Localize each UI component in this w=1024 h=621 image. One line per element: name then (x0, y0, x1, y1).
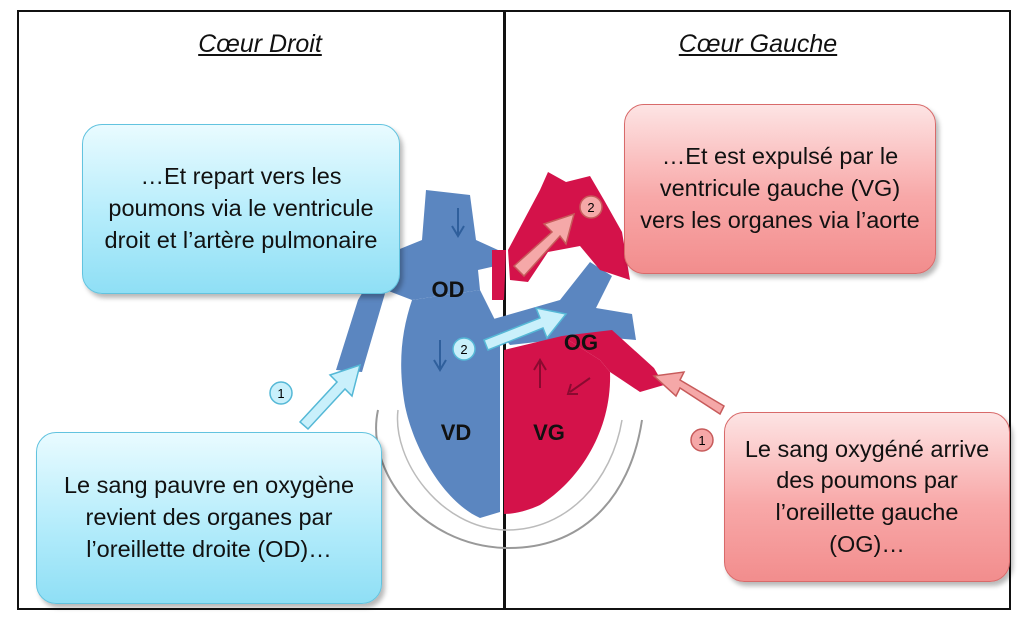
flow-arrow-od (451, 208, 465, 238)
red-arrow-1 (652, 371, 725, 416)
step-number-left-1: 1 (698, 433, 705, 448)
step-number-right-1: 1 (277, 386, 284, 401)
blue-arrow-1 (298, 363, 362, 431)
heart-outline (375, 409, 643, 550)
step-circle-right-1 (269, 381, 293, 405)
label-vg: VG (533, 420, 565, 445)
label-od: OD (432, 277, 465, 302)
flow-arrow-vd (433, 340, 447, 372)
heart-outline-inner (396, 409, 623, 531)
flow-arrow-og (566, 377, 591, 395)
flow-arrow-vg (533, 358, 547, 388)
center-divider (503, 10, 506, 610)
step-number-right-2: 2 (460, 342, 467, 357)
step-number-left-2: 2 (587, 200, 594, 215)
step-circle-left-2 (579, 195, 603, 219)
blue-arrow-2 (483, 306, 568, 351)
callout-left-bottom: Le sang oxygéné arrive des poumons par l… (724, 412, 1010, 582)
left-ventricle (504, 336, 611, 514)
step-circle-right-2 (452, 337, 476, 361)
callout-right-bottom: Le sang pauvre en oxygène revient des or… (36, 432, 382, 604)
title-right-heart: Cœur Droit (198, 30, 322, 58)
title-left-heart: Cœur Gauche (678, 30, 838, 58)
step-circle-left-1 (690, 428, 714, 452)
red-arrow-2 (512, 212, 576, 278)
label-og: OG (564, 330, 598, 355)
right-ventricle (401, 290, 500, 518)
left-atrium (562, 330, 664, 392)
pulmonary-vein-left (492, 250, 506, 300)
callout-right-top: …Et repart vers les poumons via le ventr… (82, 124, 400, 294)
label-vd: VD (441, 420, 472, 445)
callout-left-top: …Et est expulsé par le ventricule gauche… (624, 104, 936, 274)
